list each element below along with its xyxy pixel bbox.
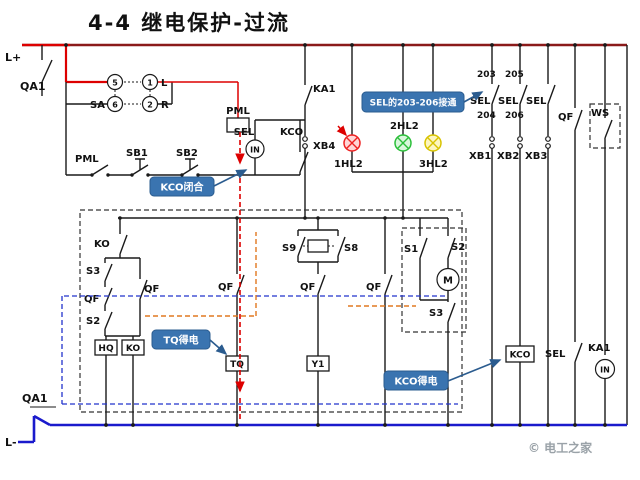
- y1-coil-label: Y1: [311, 360, 325, 370]
- lamp-3hl2-label: 3HL2: [419, 159, 448, 170]
- sel-contact-3-label: SEL: [526, 96, 547, 107]
- sel-contact-column-205: 205 206 SEL XB2: [497, 45, 528, 346]
- lamp-3hl2-yellow: 3HL2: [352, 45, 448, 173]
- blue-dashed-signal-path: [61, 295, 458, 405]
- sa-terminal-5: 5: [112, 79, 118, 88]
- sel-relay-label: SEL: [234, 127, 255, 138]
- logic-enclosure-box: [79, 209, 463, 413]
- tq-coil-label: TQ: [230, 360, 244, 370]
- rail-l-minus-label: L-: [5, 436, 17, 449]
- qf-top-contact-label: QF: [558, 112, 573, 123]
- qf-d-contact-label: QF: [300, 282, 315, 293]
- ws-column: IN KA1 WS: [588, 45, 621, 425]
- s9-s8-y1-branch: S9 S8 QF Y1: [282, 218, 358, 425]
- xb3-link-label: XB3: [525, 151, 547, 162]
- sa-position-left-label: L: [161, 78, 168, 89]
- pml-coil-label: PML: [226, 106, 250, 117]
- sb2-button-label: SB2: [176, 148, 198, 159]
- qf-e-contact-label: QF: [366, 282, 381, 293]
- highlighted-supply-path: [22, 43, 107, 84]
- kco-coil-label: KCO: [510, 351, 531, 361]
- s2-contact-label: S2: [86, 316, 100, 327]
- ka1-contact-label: KA1: [313, 84, 335, 95]
- xb4-link-label: XB4: [313, 141, 335, 152]
- xb1-link-label: XB1: [469, 151, 491, 162]
- motor-sub-box: [401, 227, 467, 333]
- pml-contact-label: PML: [75, 154, 99, 165]
- callout-tq-energized-text: TQ得电: [163, 334, 198, 347]
- sel-in-coil-label: IN: [250, 146, 260, 155]
- s1-contact-label: S1: [404, 244, 418, 255]
- sa-terminal-1: 1: [147, 79, 153, 88]
- qf-e-branch: QF: [366, 218, 393, 425]
- terminal-205-label: 205: [505, 70, 524, 80]
- breaker-qa1-top: QA1: [20, 45, 53, 96]
- ka1-branch: KA1 XB4: [302, 45, 335, 218]
- sa-terminal-2: 2: [147, 101, 153, 110]
- callout-kco-energized-text: KCO得电: [394, 375, 437, 388]
- start-contact-row: PML SB1 SB2: [65, 104, 300, 177]
- sel-contact-2-label: SEL: [498, 96, 519, 107]
- qf-b-contact-label: QF: [144, 284, 159, 295]
- s3-contact-label: S3: [86, 266, 100, 277]
- sel-relay-and-kco-contact: IN SEL KCO: [234, 119, 309, 175]
- sa-terminal-6: 6: [112, 101, 118, 110]
- bus-junction-dots: [64, 43, 607, 427]
- kco-contact-label: KCO: [280, 127, 303, 138]
- terminal-206-label: 206: [505, 111, 524, 121]
- sel-contact-column-203: 203 204 SEL XB1: [469, 45, 500, 425]
- sel-bottom-contact-label: SEL: [545, 349, 566, 360]
- close-trip-ladder: KO S3 QF S2 QF HQ KO: [84, 218, 159, 425]
- sel-contact-1-label: SEL: [470, 96, 491, 107]
- qf-column: QF SEL: [545, 45, 583, 425]
- rail-l-plus-label: L+: [5, 51, 21, 64]
- terminal-203-label: 203: [477, 70, 496, 80]
- breaker-qa1-bottom-label: QA1: [22, 392, 48, 405]
- hq-coil-label: HQ: [98, 344, 114, 354]
- page-title: 4-4 继电保护-过流: [88, 11, 290, 35]
- callout-sel-connected-text: SEL的203-206接通: [370, 97, 457, 109]
- callout-sel-connected: SEL的203-206接通: [361, 91, 484, 113]
- pml-coil: PML: [226, 106, 250, 133]
- s2r-contact-label: S2: [451, 242, 465, 253]
- ka1-bottom-coil-label: KA1: [588, 343, 610, 354]
- qf-a-contact-label: QF: [84, 294, 99, 305]
- motor-group: M S1 S2 S3: [404, 218, 465, 425]
- xb2-link-label: XB2: [497, 151, 519, 162]
- s8-contact-label: S8: [344, 243, 358, 254]
- lamp-1hl2-label: 1HL2: [334, 159, 363, 170]
- s3r-contact-label: S3: [429, 308, 443, 319]
- lamp-2hl2-green: 2HL2: [390, 45, 419, 218]
- ko-contact-label: KO: [94, 239, 110, 250]
- callout-tq-energized: TQ得电: [151, 329, 228, 356]
- terminal-204-label: 204: [477, 111, 496, 121]
- trip-coil-branch: QF TQ: [218, 218, 249, 425]
- callout-kco-closed-text: KCO闭合: [160, 181, 204, 194]
- kco-coil: KCO: [505, 345, 535, 425]
- s9-contact-label: S9: [282, 243, 296, 254]
- lamp-2hl2-label: 2HL2: [390, 121, 419, 132]
- callout-kco-closed: KCO闭合: [149, 169, 248, 197]
- callout-kco-energized: KCO得电: [383, 359, 502, 391]
- sa-label: SA: [90, 100, 105, 111]
- lamp-1hl2-red: 1HL2: [334, 45, 363, 172]
- selector-switch-sa: 5 1 6 2 L R SA: [65, 73, 239, 118]
- orange-dashed-signal-path: [145, 232, 416, 317]
- ws-switch-label: WS: [591, 108, 609, 119]
- watermark: © 电工之家: [528, 440, 593, 455]
- lamp-red-pointer-arrow: [336, 125, 347, 137]
- sel-contact-column-3: SEL XB3: [525, 45, 556, 425]
- ka1-in-coil-label: IN: [600, 366, 610, 375]
- sa-position-right-label: R: [161, 100, 169, 111]
- breaker-qa1-top-label: QA1: [20, 80, 46, 93]
- motor-label: M: [443, 276, 453, 287]
- ko-coil-label: KO: [126, 344, 141, 354]
- sb1-button-label: SB1: [126, 148, 148, 159]
- qf-c-contact-label: QF: [218, 282, 233, 293]
- breaker-qa1-bottom: QA1 L-: [5, 392, 56, 449]
